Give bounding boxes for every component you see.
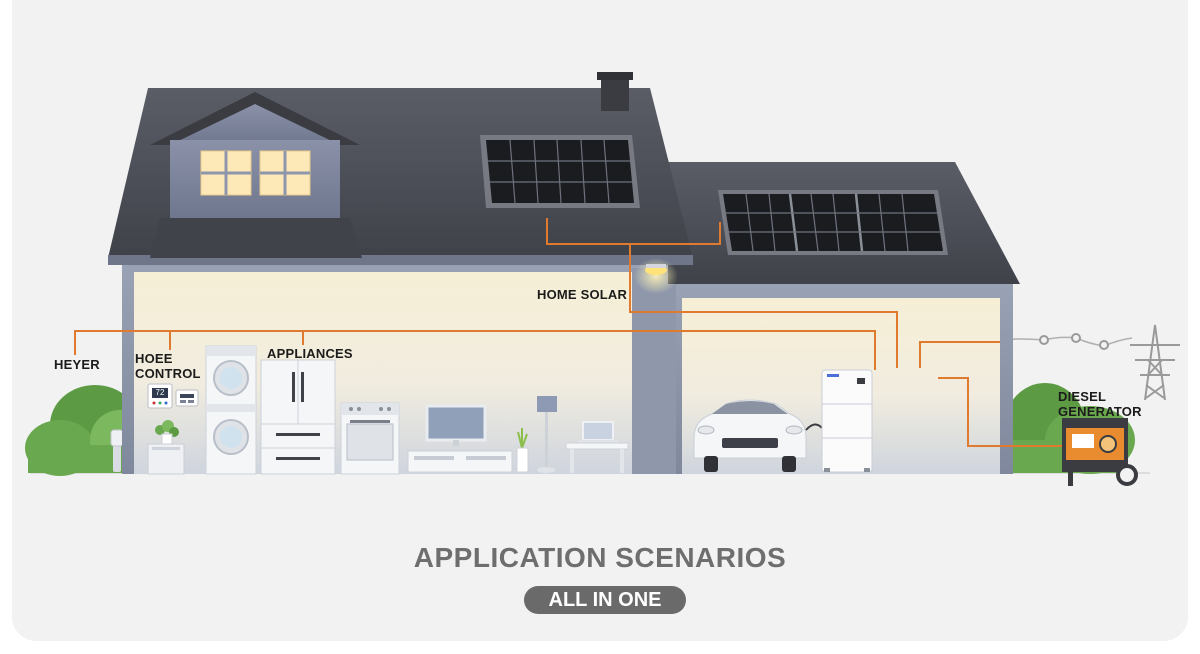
smart-thermostat	[147, 383, 173, 409]
wiring	[74, 218, 1062, 447]
ceiling-light	[634, 258, 678, 294]
label-diesel-generator: DIESEL GENERATOR	[1058, 389, 1142, 419]
chimney	[601, 76, 629, 111]
side-table-plant	[147, 420, 185, 475]
label-hoee-control-line2: CONTROL	[135, 366, 201, 381]
oven	[340, 402, 400, 475]
tv-console	[407, 450, 513, 473]
section-title: APPLICATION SCENARIOS	[413, 542, 787, 573]
solar-panel-garage	[718, 190, 948, 255]
refrigerator	[260, 359, 336, 475]
label-appliances: APPLIANCES	[267, 346, 353, 361]
interior-column	[632, 268, 680, 474]
diesel-generator	[1062, 418, 1138, 486]
power-tower	[999, 324, 1180, 401]
electric-car	[693, 399, 807, 472]
label-heyer: HEYER	[54, 357, 100, 372]
dormer-window-left	[200, 150, 252, 196]
label-diesel-generator-line2: GENERATOR	[1058, 404, 1142, 419]
dormer-window-right	[259, 150, 311, 196]
dormer	[150, 92, 362, 258]
label-hoee-control-line1: HOEE	[135, 351, 173, 366]
potted-plant	[516, 428, 529, 473]
all-in-one-badge: ALL IN ONE	[524, 586, 686, 614]
battery-storage	[821, 369, 873, 473]
label-diesel-generator-line1: DIESEL	[1058, 389, 1107, 404]
charging-cable	[805, 423, 823, 431]
floor-lamp	[537, 396, 557, 473]
label-home-solar: HOME SOLAR	[537, 287, 628, 302]
label-hoee-control: HOEE CONTROL	[135, 351, 201, 381]
control-panel	[175, 389, 199, 407]
thermostat-reading: 72	[155, 388, 165, 397]
roof-eave	[108, 255, 693, 265]
washer-dryer	[205, 345, 257, 475]
solar-panel-main	[480, 135, 640, 208]
television	[425, 404, 487, 446]
desk-laptop	[565, 421, 629, 473]
